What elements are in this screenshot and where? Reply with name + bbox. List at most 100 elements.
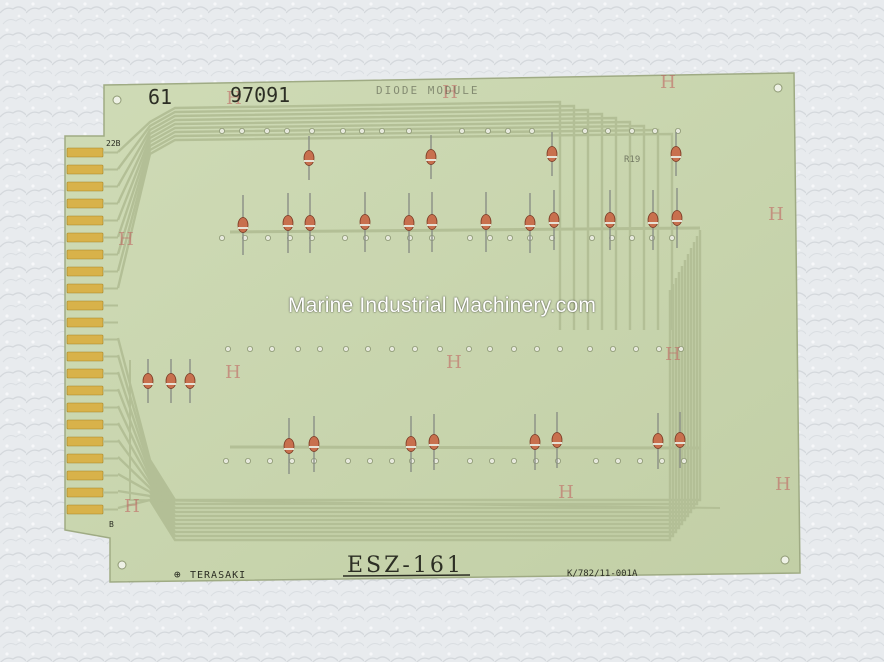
solder-pad: [263, 127, 270, 134]
solder-pad: [506, 234, 513, 241]
diode-band: [166, 383, 176, 385]
solder-pad: [406, 234, 413, 241]
diode-body: [647, 212, 659, 228]
solder-pad: [486, 345, 493, 352]
h-marker-icon: H: [558, 482, 574, 503]
diode-band: [185, 383, 195, 385]
diode-body: [308, 436, 320, 452]
diode-band: [283, 225, 293, 227]
model-underline: [342, 574, 471, 577]
manufacturer-logo-icon: ⊕: [174, 568, 181, 581]
diode-body: [548, 212, 560, 228]
h-marker-icon: H: [660, 72, 676, 93]
diode-body: [546, 146, 558, 162]
gold-finger: [66, 385, 104, 396]
solder-pad: [533, 457, 540, 464]
solder-pad: [629, 234, 636, 241]
solder-pad: [244, 457, 251, 464]
h-marker-icon: H: [768, 204, 784, 225]
gold-finger: [66, 249, 104, 260]
trace-upper: [116, 108, 590, 330]
diode-body: [670, 146, 682, 162]
diode-band: [429, 444, 439, 446]
solder-pad: [268, 345, 275, 352]
solder-pad: [366, 457, 373, 464]
solder-pad: [266, 457, 273, 464]
solder-pad: [408, 457, 415, 464]
trace-bus-upper: [229, 226, 701, 234]
diode-body: [425, 149, 437, 165]
solder-pad: [637, 457, 644, 464]
solder-pad: [384, 234, 391, 241]
solder-pad: [484, 127, 491, 134]
trace-upper: [116, 116, 618, 330]
diode-band: [675, 442, 685, 444]
diode-band: [143, 383, 153, 385]
gold-finger: [66, 181, 104, 192]
solder-pad: [488, 457, 495, 464]
solder-pad: [411, 345, 418, 352]
solder-pad: [378, 127, 385, 134]
trace-upper: [116, 132, 674, 330]
trace-lower: [116, 260, 687, 522]
solder-pad: [342, 345, 349, 352]
diode-body: [529, 434, 541, 450]
gold-finger: [66, 317, 104, 328]
trace-loop: [129, 360, 721, 509]
h-marker-icon: H: [775, 474, 791, 495]
solder-pad: [465, 345, 472, 352]
solder-pad: [589, 234, 596, 241]
diode-band: [549, 222, 559, 224]
diode-body: [403, 215, 415, 231]
diode-band: [426, 159, 436, 161]
diode-body: [283, 438, 295, 454]
diode-body: [359, 214, 371, 230]
diode-band: [305, 225, 315, 227]
solder-pad: [405, 127, 412, 134]
h-marker-icon: H: [442, 82, 458, 103]
gold-finger: [66, 487, 104, 498]
gold-finger: [66, 334, 104, 345]
h-marker-icon: H: [665, 344, 681, 365]
doc-number: K/782/11-001A: [567, 569, 638, 579]
solder-pad: [238, 127, 245, 134]
finger-label-bottom: B: [109, 520, 114, 529]
h-marker-icon: H: [226, 88, 242, 109]
gold-finger: [66, 368, 104, 379]
diode-band: [547, 156, 557, 158]
solder-pad: [339, 127, 346, 134]
solder-pad: [504, 127, 511, 134]
h-marker-icon: H: [118, 229, 134, 250]
pcb-substrate: [64, 72, 801, 583]
solder-pad: [288, 457, 295, 464]
gold-finger: [66, 283, 104, 294]
solder-pad: [510, 345, 517, 352]
diode-body: [405, 436, 417, 452]
diode-band: [406, 446, 416, 448]
h-marker-icon: H: [124, 496, 140, 517]
gold-finger: [66, 351, 104, 362]
gold-finger: [66, 504, 104, 515]
solder-pad: [633, 345, 640, 352]
trace-upper: [116, 124, 646, 330]
diode-band: [404, 225, 414, 227]
diode-body: [480, 214, 492, 230]
trace-lower: [116, 254, 690, 518]
manufacturer: TERASAKI: [190, 570, 246, 581]
copper-traces: [116, 100, 721, 542]
solder-pad: [669, 234, 676, 241]
trace-bus-lower: [229, 445, 701, 450]
solder-pad: [656, 345, 663, 352]
solder-pad: [308, 127, 315, 134]
gold-finger: [66, 402, 104, 413]
trace-upper: [116, 128, 660, 330]
solder-pad: [529, 127, 536, 134]
diode-components: [142, 132, 686, 474]
diode-body: [524, 215, 536, 231]
gold-finger: [66, 215, 104, 226]
diode-band: [530, 444, 540, 446]
watermark-text: Marine Industrial Machinery.com: [287, 294, 597, 317]
solder-pad: [615, 457, 622, 464]
trace-upper: [117, 100, 562, 330]
